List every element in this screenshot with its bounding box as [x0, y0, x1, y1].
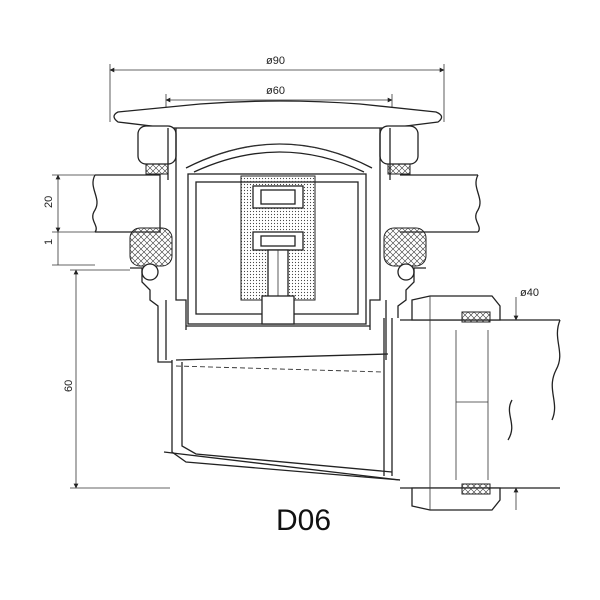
gasket-left	[129, 227, 173, 281]
drawing-code: D06	[276, 504, 331, 537]
outlet-diameter-label: ø40	[520, 287, 539, 299]
inner-diameter-label: ø60	[266, 85, 285, 97]
dimension-outer-diameter: ø90	[109, 55, 445, 122]
thickness-label: 20	[43, 196, 55, 208]
outer-diameter-label: ø90	[266, 55, 285, 67]
flange-right	[379, 125, 419, 175]
flange-left	[137, 125, 177, 175]
outlet-pipe	[400, 295, 561, 511]
valve-stem	[240, 175, 316, 325]
outlet-bowl	[163, 318, 401, 481]
dimension-thickness: 20	[43, 174, 95, 233]
gap-label: 1	[43, 239, 55, 245]
countertop-left	[92, 174, 161, 233]
drain-cap	[113, 100, 443, 173]
lower-housing	[130, 267, 426, 363]
gasket-right	[383, 227, 427, 281]
countertop-right	[400, 174, 481, 233]
dimension-gap: 1	[43, 232, 95, 266]
drain-body	[167, 128, 391, 330]
depth-label: 60	[63, 380, 75, 392]
dimension-depth: 60	[63, 269, 170, 489]
